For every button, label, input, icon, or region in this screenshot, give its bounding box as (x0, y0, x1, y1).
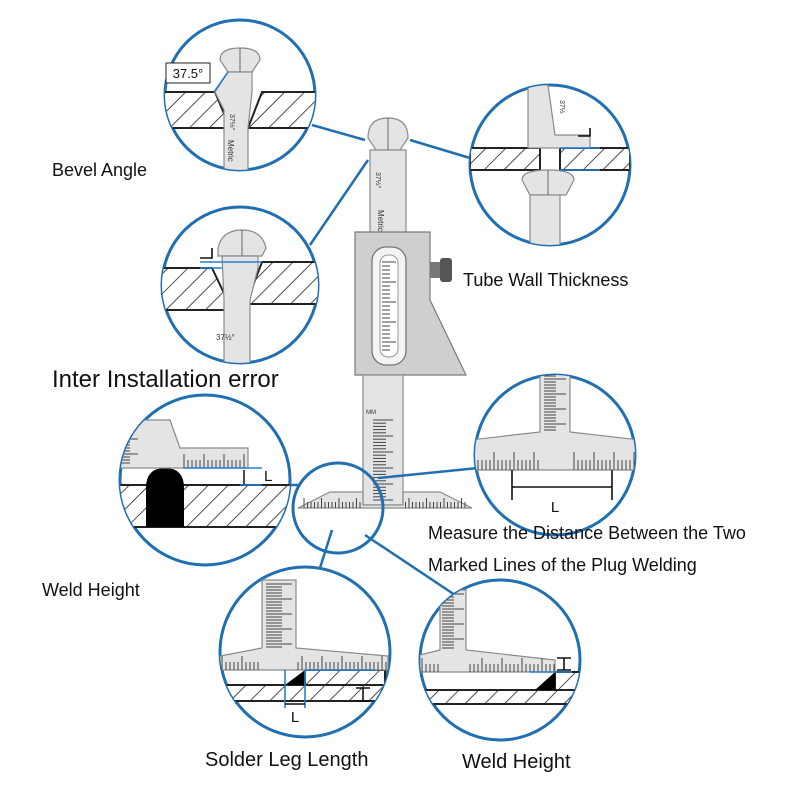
detail-plug-weld-distance: L (473, 373, 637, 537)
install-fraction-label: 37½° (216, 333, 235, 342)
leader-lines (290, 123, 479, 597)
label-solder-leg-length: Solder Leg Length (205, 749, 369, 771)
label-weld-height-left: Weld Height (42, 580, 140, 600)
base-ring (291, 461, 385, 555)
label-measure-line2: Marked Lines of the Plug Welding (428, 555, 697, 575)
label-weld-height-right: Weld Height (462, 751, 571, 773)
label-bevel-angle: Bevel Angle (52, 160, 148, 180)
bevel-metric-label: Metric (226, 140, 235, 162)
label-inter-installation-error: Inter Installation error (52, 366, 279, 393)
detail-tube-wall: 37½ (468, 83, 632, 247)
bevel-angle-value: 37.5° (173, 66, 204, 81)
detail-weld-height-left: L (118, 393, 292, 567)
plug-l-mark: L (551, 499, 559, 516)
label-tube-wall-thickness: Tube Wall Thickness (463, 270, 629, 290)
detail-installation-error: 37½° (160, 205, 320, 365)
gauge-metric-label: Metric (376, 210, 385, 232)
tube-fraction-label: 37½ (558, 100, 566, 114)
detail-weld-height-right (418, 578, 582, 742)
gauge-mm-label: MM (366, 410, 376, 416)
label-measure-line1: Measure the Distance Between the Two (428, 523, 746, 543)
detail-bevel-angle: Metric 37½° 37.5° (163, 18, 317, 172)
detail-solder-leg-length: L (218, 565, 392, 739)
bevel-fraction-label: 37½° (228, 114, 236, 131)
solder-l-mark: L (291, 709, 299, 726)
gauge-angle-mark: 37½° (374, 172, 382, 189)
weld-left-l-mark: L (264, 468, 272, 485)
central-gauge: Metric 37½° MM (297, 117, 473, 509)
